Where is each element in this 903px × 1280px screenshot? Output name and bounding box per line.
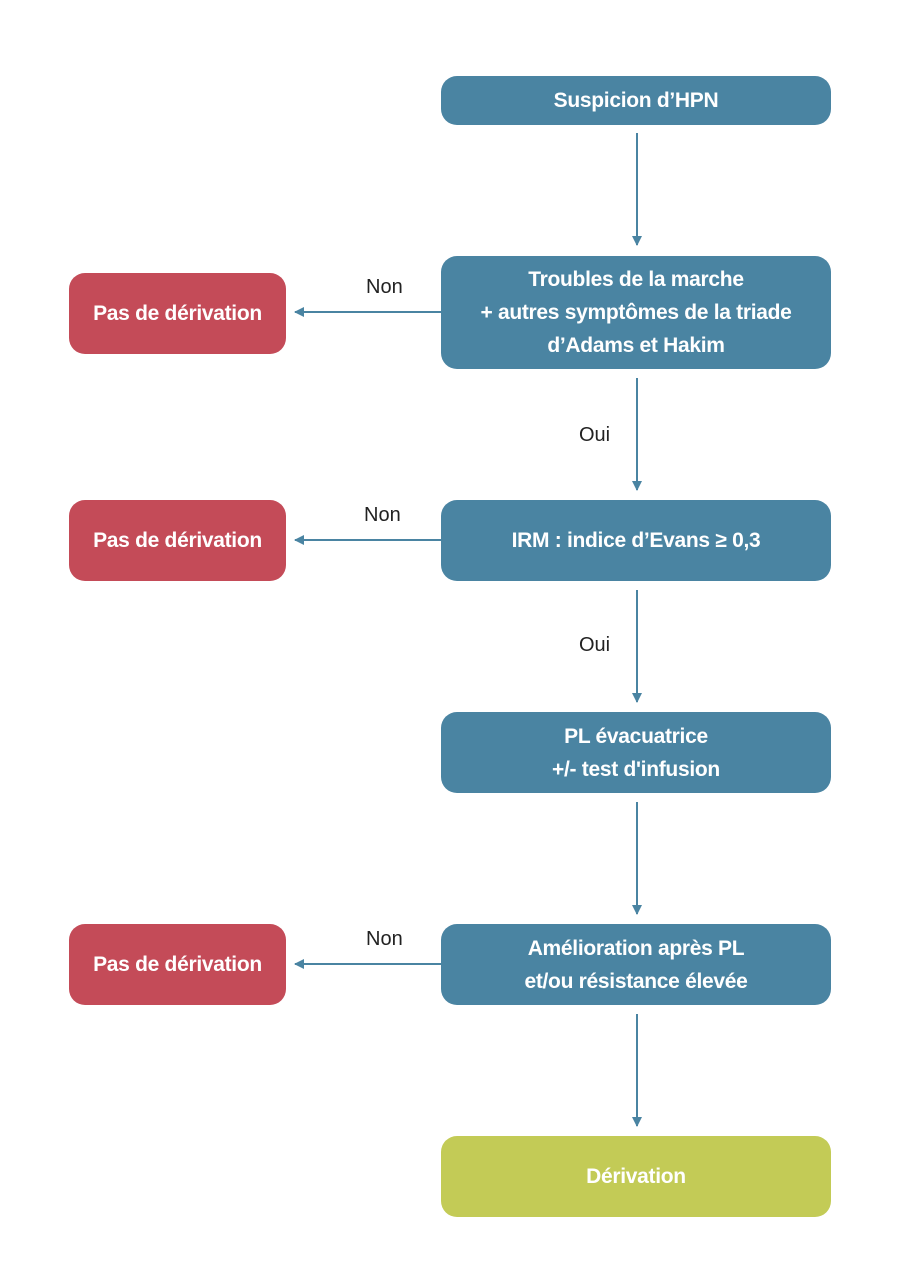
outcome-no-shunt-2: Pas de dérivation <box>69 500 286 581</box>
edge-label-non-3: Non <box>366 928 403 950</box>
step-pl-line-2: +/- test d'infusion <box>552 757 720 781</box>
outcome-no-shunt-1: Pas de dérivation <box>69 273 286 354</box>
edge-label-non-1: Non <box>366 276 403 298</box>
step-troubles: Troubles de la marche + autres symptômes… <box>441 256 831 369</box>
outcome-no-shunt-2-label: Pas de dérivation <box>93 529 262 552</box>
edge-label-oui-2: Oui <box>579 634 611 656</box>
step-amelioration: Amélioration après PL et/ou résistance é… <box>441 924 831 1005</box>
step-derivation: Dérivation <box>441 1136 831 1217</box>
step-derivation-line-1: Dérivation <box>586 1165 686 1188</box>
step-irm: IRM : indice d’Evans ≥ 0,3 <box>441 500 831 581</box>
outcome-no-shunt-3-label: Pas de dérivation <box>93 953 262 976</box>
step-amelioration-line-2: et/ou résistance élevée <box>524 969 748 993</box>
step-troubles-line-2: + autres symptômes de la triade <box>480 301 792 324</box>
step-pl-line-1: PL évacuatrice <box>564 724 708 748</box>
step-suspicion: Suspicion d’HPN <box>441 76 831 125</box>
outcome-no-shunt-1-label: Pas de dérivation <box>93 302 262 325</box>
step-pl: PL évacuatrice +/- test d'infusion <box>441 712 831 793</box>
edge-label-non-2: Non <box>364 504 401 526</box>
edge-label-oui-1: Oui <box>579 424 611 446</box>
step-troubles-line-1: Troubles de la marche <box>528 268 744 291</box>
outcome-no-shunt-3: Pas de dérivation <box>69 924 286 1005</box>
step-irm-line-1: IRM : indice d’Evans ≥ 0,3 <box>511 529 761 552</box>
step-suspicion-line-1: Suspicion d’HPN <box>553 89 719 112</box>
step-troubles-line-3: d’Adams et Hakim <box>547 334 725 357</box>
step-amelioration-line-1: Amélioration après PL <box>527 936 745 960</box>
